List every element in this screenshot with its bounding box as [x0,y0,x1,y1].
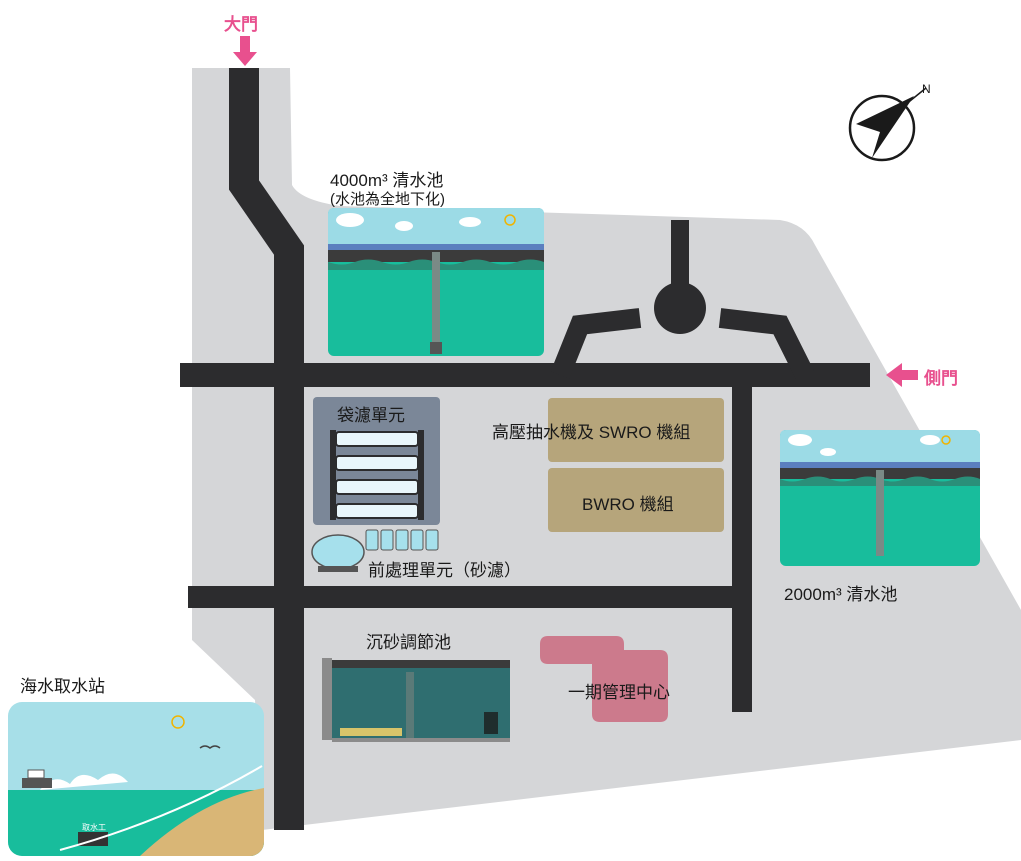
compass-north-label: N [922,82,931,96]
intake-works-label: 取水工 [82,823,106,832]
side-gate-label: 側門 [924,369,958,388]
bwro-label: BWRO 機組 [582,495,674,514]
bwro-building [548,468,724,532]
sedimentation-illustration [322,658,510,742]
pretreatment-illustration [311,529,439,572]
main-gate-label: 大門 [224,15,258,34]
roundabout [654,282,706,334]
intake-station-illustration [8,702,264,856]
bag-filter-illustration [313,397,440,525]
intake-station-label: 海水取水站 [20,677,105,696]
swro-building [548,398,724,462]
pretreatment-label: 前處理單元（砂濾） [368,561,521,580]
road-network [180,68,870,830]
tank-4000-title: 4000m³ 清水池 [330,171,444,190]
bag-filter-label: 袋濾單元 [337,406,405,425]
hp-pump-swro-label: 高壓抽水機及 SWRO 機組 [492,423,691,442]
admin-center-label: 一期管理中心 [568,683,670,702]
tank-2000-illustration [780,430,980,566]
main-gate-arrow [233,36,257,66]
tank-4000-illustration [328,208,544,356]
tank-2000-title: 2000m³ 清水池 [784,585,898,604]
compass-icon [848,87,927,162]
side-gate-arrow [886,363,918,387]
admin-center-building [540,636,668,722]
tank-4000-note: (水池為全地下化) [330,191,445,208]
sedimentation-label: 沉砂調節池 [366,633,451,652]
